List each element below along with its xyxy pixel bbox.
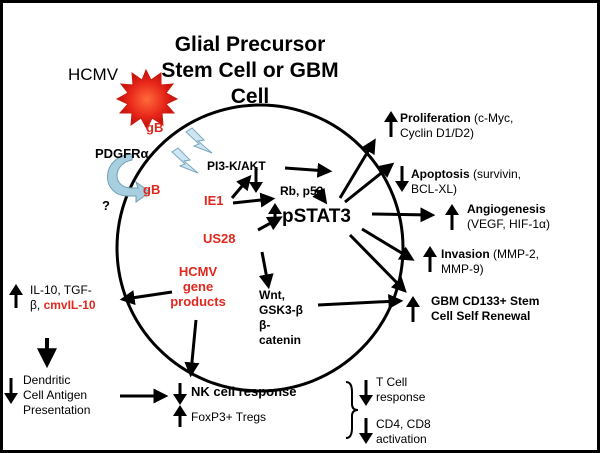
arrow-rb-to-pstat3 <box>312 187 328 205</box>
indicators <box>4 111 459 444</box>
wnt-gsk3-label: Wnt, GSK3-β β- catenin <box>259 288 303 347</box>
arrow-pstat3-to-proliferation <box>338 138 376 199</box>
up-arrow-icon <box>268 203 282 225</box>
arrow-pi3k-to-rb <box>284 162 333 178</box>
down-arrow-icon <box>395 166 409 192</box>
apoptosis-label: Apoptosis (survivin, BCL-XL) <box>411 167 522 196</box>
up-arrow-icon <box>423 246 437 272</box>
invasion-label: Invasion (MMP-2, MMP-9) <box>441 247 540 276</box>
up-arrow-icon <box>445 204 459 230</box>
curved-feedback-arrow-icon <box>107 153 151 203</box>
arrow-products-to-nk <box>184 319 200 378</box>
us28-label: US28 <box>203 231 236 246</box>
stem-cell-renewal-label: GBM CD133+ Stem Cell Self Renewal <box>431 294 540 323</box>
dendritic-cell-label: Dendritic Cell Antigen Presentation <box>23 373 91 417</box>
up-arrow-icon <box>406 296 420 322</box>
lightning-icon <box>185 127 213 154</box>
up-arrow-icon <box>173 405 187 427</box>
diagram-title: Glial Precursor Stem Cell or GBM Cell <box>161 33 339 108</box>
down-arrow-icon <box>359 380 373 406</box>
arrow-pstat3-to-stem-renewal <box>348 233 407 293</box>
arrow-products-to-il10 <box>119 290 173 306</box>
angiogenesis-label: Angiogenesis (VEGF, HIF-1α) <box>467 202 550 231</box>
nk-cell-response-label: NK cell response <box>191 384 297 399</box>
foxp3-tregs-label: FoxP3+ Tregs <box>191 410 267 424</box>
arrow-pstat3-to-invasion <box>361 227 415 261</box>
brace-icon <box>345 381 359 439</box>
arrow-pstat3-to-angiogenesis <box>371 207 436 223</box>
hcmv-virion-icon <box>115 68 179 131</box>
down-arrow-icon <box>4 378 18 404</box>
gb-label-bottom: gB <box>143 182 161 197</box>
ie1-label: IE1 <box>204 193 224 208</box>
arrow-wnt-to-stem-renewal <box>317 293 404 309</box>
down-arrow-icon <box>173 383 187 405</box>
question-mark: ? <box>102 198 110 213</box>
pdgfr-label: PDGFRα <box>95 146 149 161</box>
rb-p53-label: Rb, p53 <box>280 184 324 198</box>
down-arrow-icon <box>359 418 373 444</box>
proliferation-label: Proliferation (c-Myc, Cyclin D1/D2) <box>400 111 514 140</box>
il10-tgf-label: IL-10, TGF- β, cmvIL-10 <box>30 283 96 312</box>
lightning-icon <box>171 147 199 174</box>
arrow-us28-to-wnt <box>258 251 274 290</box>
gb-label-top: gB <box>146 120 164 135</box>
hcmv-label: HCMV <box>68 65 119 84</box>
arrow-ie1-to-pi3k <box>230 174 252 199</box>
hcmv-gene-products-label: HCMV gene products <box>170 264 226 309</box>
pi3k-akt-label: PI3-K/AKT <box>207 159 266 173</box>
cd4-cd8-label: CD4, CD8 activation <box>376 417 431 446</box>
up-arrow-icon <box>9 284 23 308</box>
t-cell-response-label: T Cell response <box>376 375 426 404</box>
down-arrow-icon <box>249 167 263 193</box>
arrow-pstat3-to-apoptosis <box>344 162 395 204</box>
up-arrow-icon <box>384 111 398 137</box>
arrow-ie1-to-rb <box>232 192 276 208</box>
pstat3-label: pSTAT3 <box>282 206 351 227</box>
